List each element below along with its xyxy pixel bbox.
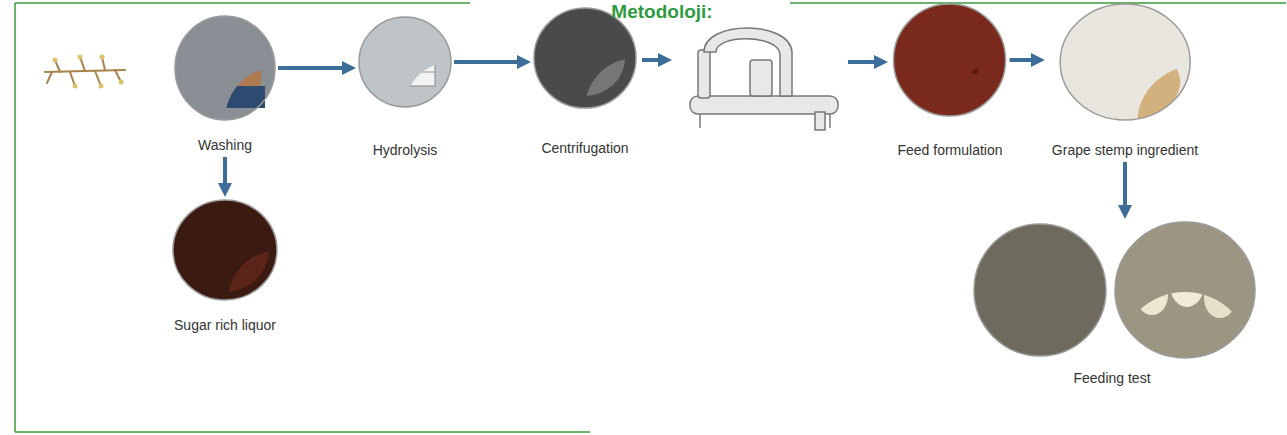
process-step: Centrifugation: [534, 8, 636, 157]
photo-circle: [1115, 222, 1255, 358]
process-step: Grape stemp ingredient: [1048, 2, 1202, 159]
step-picture: [175, 16, 275, 122]
photo-detail: [545, 20, 625, 96]
flow-arrow: [1123, 162, 1127, 213]
photo-circle: [534, 8, 636, 108]
step-label: Feeding test: [1073, 369, 1150, 387]
photo-rim: [974, 224, 1106, 356]
step-picture: [967, 222, 1257, 360]
photo-detail: [181, 208, 269, 292]
photo-rim: [894, 4, 1006, 116]
frame-border: [15, 3, 1286, 432]
photo-circle: [1060, 4, 1190, 120]
step-picture: [170, 200, 280, 302]
photo-rim: [534, 8, 636, 108]
process-step: Feeding test: [967, 222, 1257, 387]
flow-arrow: [1010, 58, 1039, 62]
grape-stem: [45, 57, 125, 86]
step-picture: [893, 4, 1006, 118]
dryer-machine: [690, 28, 838, 130]
photo-detail: [185, 42, 265, 108]
process-step: Sugar rich liquor: [170, 200, 280, 334]
photo-detail: [375, 26, 435, 86]
process-step: Hydrolysis: [359, 17, 451, 159]
step-label: Grape stemp ingredient: [1052, 141, 1198, 159]
step-picture: [359, 17, 451, 109]
flow-arrow: [223, 157, 227, 191]
grape-stem-buds: [53, 55, 124, 89]
flow-arrow: [278, 66, 350, 70]
photo-rim: [1115, 222, 1255, 358]
step-label: Feed formulation: [897, 141, 1002, 159]
step-label: Hydrolysis: [373, 141, 438, 159]
step-label: Washing: [198, 136, 252, 154]
photo-circle: [173, 200, 277, 300]
process-step: Washing: [175, 16, 275, 154]
diagram-title: Metodoloji:: [611, 1, 712, 23]
photo-circle: [894, 4, 1006, 116]
photo-rim: [175, 16, 275, 120]
process-arrow: [642, 60, 882, 62]
process-step: Feed formulation: [893, 4, 1006, 159]
photo-detail: [912, 32, 983, 83]
step-picture: [534, 8, 636, 110]
photo-circle: [359, 17, 451, 107]
step-label: Sugar rich liquor: [174, 316, 276, 334]
step-label: Centrifugation: [541, 139, 628, 157]
step-picture: [1048, 2, 1202, 122]
flow-arrow: [454, 60, 525, 64]
photo-circle: [974, 224, 1106, 356]
photo-rim: [359, 17, 451, 107]
photo-rim: [1060, 4, 1190, 120]
photo-rim: [173, 200, 277, 300]
photo-circle: [175, 16, 275, 120]
